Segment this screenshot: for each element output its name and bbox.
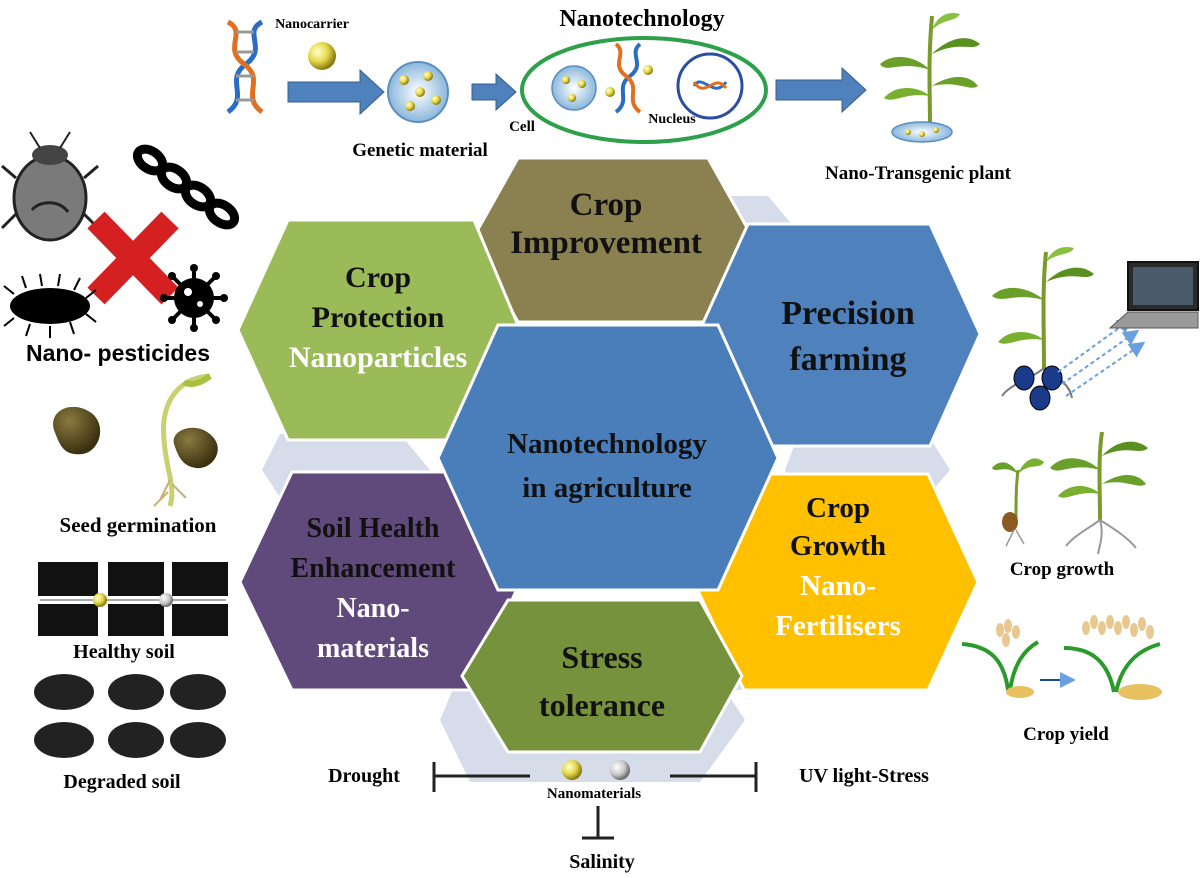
hex-crop-protection-line1: Crop xyxy=(345,261,411,294)
hex-precision-farming-line2: farming xyxy=(789,341,906,378)
genetic-material-label: Genetic material xyxy=(352,140,488,161)
hexagon-soil-health: Soil Health Enhancement Nano- materials xyxy=(238,470,522,692)
hex-precision-farming-line1: Precision xyxy=(781,295,915,332)
crop-growth-label: Crop growth xyxy=(1010,559,1115,580)
seedling-icon xyxy=(992,458,1044,547)
prohibited-x-icon xyxy=(87,211,179,305)
hexagon-crop-growth: Crop Growth Nano- Fertilisers xyxy=(692,472,980,692)
arrow-right-icon xyxy=(775,66,867,114)
hex-crop-improvement-line2: Improvement xyxy=(510,225,702,261)
hex-soil-health-line1: Soil Health xyxy=(306,513,439,544)
nanocarrier-label: Nanocarrier xyxy=(275,17,349,32)
uv-stress-label: UV light-Stress xyxy=(799,765,929,787)
precision-plant-icon xyxy=(992,246,1094,411)
insect-pest-icon xyxy=(0,131,100,242)
hex-crop-growth-line4: Fertilisers xyxy=(775,610,901,642)
hexagon-stress-tolerance: Stress tolerance xyxy=(460,598,744,754)
nano-pesticides-label: Nano- pesticides xyxy=(26,340,210,366)
hexagon-crop-protection: Crop Protection Nanoparticles xyxy=(236,218,522,442)
drought-label: Drought xyxy=(328,765,400,787)
transgenic-plant-icon xyxy=(880,12,980,143)
loaded-nanocarrier-icon xyxy=(387,61,449,123)
healthy-soil-image xyxy=(38,562,228,636)
virus-icon xyxy=(160,264,228,332)
arrow-right-icon xyxy=(471,72,517,112)
hex-crop-protection-line3: Nanoparticles xyxy=(289,341,467,374)
inhibition-line-uv xyxy=(670,762,758,792)
dna-icon xyxy=(605,42,653,114)
hex-soil-health-line4: materials xyxy=(317,633,429,664)
hex-crop-protection-line2: Protection xyxy=(312,301,445,334)
grown-plant-icon xyxy=(1050,431,1148,555)
laptop-icon xyxy=(1108,261,1199,329)
rice-plant-small-icon xyxy=(961,619,1040,698)
hex-soil-health-line2: Enhancement xyxy=(291,553,457,584)
hexagon-precision-farming: Precision farming xyxy=(696,222,982,448)
hex-crop-growth-line1: Crop xyxy=(806,492,870,524)
germinating-seed-icon xyxy=(153,373,218,507)
salinity-label: Salinity xyxy=(569,851,635,873)
hexagon-center: Nanotechnology in agriculture xyxy=(436,323,780,592)
inhibition-line-salinity xyxy=(582,806,614,840)
hexagon-crop-improvement: Crop Improvement xyxy=(470,156,756,324)
signal-arrows-icon xyxy=(1057,317,1146,397)
seed-icon xyxy=(53,406,101,455)
arrow-right-icon xyxy=(287,68,385,116)
nanomaterials-label: Nanomaterials xyxy=(547,786,641,802)
healthy-soil-label: Healthy soil xyxy=(73,641,175,663)
gold-nanoparticle-icon xyxy=(562,760,582,780)
hex-crop-growth-line2: Growth xyxy=(790,530,886,562)
hex-crop-improvement-line1: Crop xyxy=(570,187,643,223)
nanoparticle-cluster-icon xyxy=(551,65,597,111)
pathogen-chain-icon xyxy=(132,144,240,230)
silver-nanoparticle-icon xyxy=(610,760,630,780)
degraded-soil-image xyxy=(34,674,226,758)
nucleus-icon xyxy=(676,52,744,120)
degraded-soil-label: Degraded soil xyxy=(63,771,181,793)
nanocarrier-particle-icon xyxy=(308,42,336,70)
hex-center-line2: in agriculture xyxy=(522,472,692,504)
seed-germination-label: Seed germination xyxy=(60,513,217,537)
dna-icon xyxy=(226,19,264,115)
hex-center-line1: Nanotechnology xyxy=(507,428,707,460)
bacterium-icon xyxy=(3,273,97,338)
hex-soil-health-line3: Nano- xyxy=(336,593,409,624)
hex-stress-tolerance-line2: tolerance xyxy=(539,687,665,723)
cell-label: Cell xyxy=(509,119,535,135)
hex-crop-growth-line3: Nano- xyxy=(800,570,876,602)
top-title: Nanotechnology xyxy=(559,6,724,32)
crop-yield-label: Crop yield xyxy=(1023,724,1109,745)
nucleus-label: Nucleus xyxy=(648,112,696,127)
rice-plant-large-icon xyxy=(1063,615,1162,700)
hex-stress-tolerance-line1: Stress xyxy=(561,639,642,675)
inhibition-line-drought xyxy=(432,762,530,792)
transgenic-plant-label: Nano-Transgenic plant xyxy=(825,163,1012,184)
